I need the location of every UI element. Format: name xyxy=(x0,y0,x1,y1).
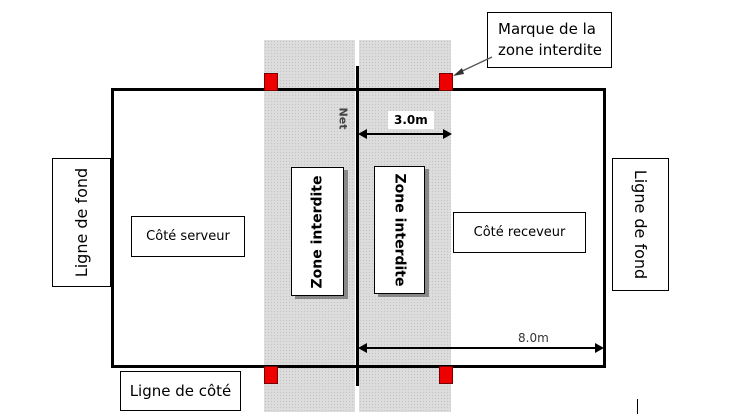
left-baseline-label: Ligne de fond xyxy=(52,158,111,287)
dimension-8m-arrow xyxy=(358,343,604,353)
sideline-text: Ligne de côté xyxy=(129,382,232,400)
right-zone-label: Zone interdite xyxy=(374,166,425,294)
callout-line-1: Marque de la xyxy=(498,20,596,38)
left-baseline-text: Ligne de fond xyxy=(72,167,92,278)
zone-mark-bottom-right xyxy=(439,366,453,384)
left-zone-label: Zone interdite xyxy=(291,167,344,296)
net-line xyxy=(356,66,359,386)
dimension-8m-label: 8.0m xyxy=(518,331,549,345)
text-cursor xyxy=(637,399,638,414)
left-zone-text: Zone interdite xyxy=(309,175,326,288)
callout-box: Marque de la zone interdite xyxy=(487,12,612,68)
dimension-3m-arrow xyxy=(358,129,452,139)
zone-mark-bottom-left xyxy=(264,366,278,384)
receiver-side-label: Côté receveur xyxy=(453,212,586,253)
callout-line-2: zone interdite xyxy=(498,41,603,59)
zone-mark-top-left xyxy=(264,73,278,91)
server-side-label: Côté serveur xyxy=(131,216,245,257)
net-label: Net xyxy=(336,107,350,130)
right-baseline-text: Ligne de fond xyxy=(631,169,651,280)
server-side-text: Côté serveur xyxy=(146,229,230,244)
receiver-side-text: Côté receveur xyxy=(473,225,566,240)
right-baseline-label: Ligne de fond xyxy=(612,158,669,291)
dimension-3m-label: 3.0m xyxy=(388,111,434,129)
zone-mark-top-right xyxy=(439,73,453,91)
sideline-label: Ligne de côté xyxy=(120,371,241,411)
callout-arrow xyxy=(453,56,493,76)
right-zone-text: Zone interdite xyxy=(391,173,408,287)
